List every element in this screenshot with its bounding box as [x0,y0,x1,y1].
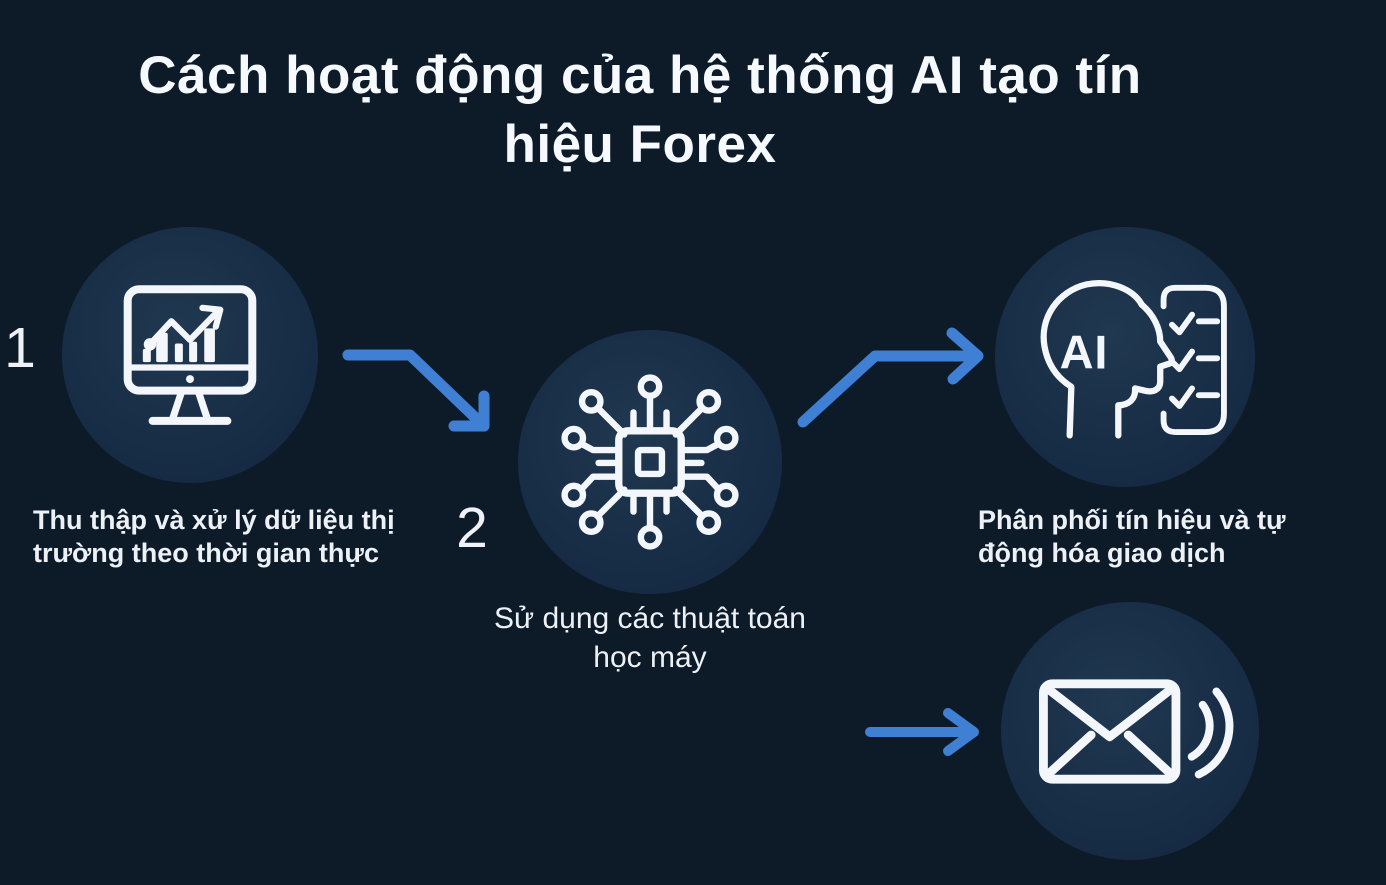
step4-circle [1001,602,1259,860]
svg-text:AI: AI [1060,325,1109,378]
step-number-1: 1 [4,316,36,380]
step-number-2: 2 [456,496,488,560]
page-title: Cách hoạt động của hệ thống AI tạo tín h… [138,46,1142,174]
ai-head-checklist-icon: AI [1040,280,1227,439]
chip-circuit-icon [561,374,739,550]
arrow-up-right-icon [797,327,984,428]
monitor-chart-icon [123,284,257,425]
envelope-signal-icon [1039,678,1234,784]
step3-caption: Phân phối tín hiệu và tự động hóa giao d… [978,505,1286,569]
step2-circle [518,330,782,594]
arrow-down-right-icon [342,349,490,432]
step3-circle: AI [995,227,1255,487]
step1-circle [62,227,318,483]
arrow-right-icon [865,708,979,756]
step1-caption: Thu thập và xử lý dữ liệu thị trường the… [33,505,395,569]
step2-caption: Sử dụng các thuật toán học máy [494,602,806,674]
